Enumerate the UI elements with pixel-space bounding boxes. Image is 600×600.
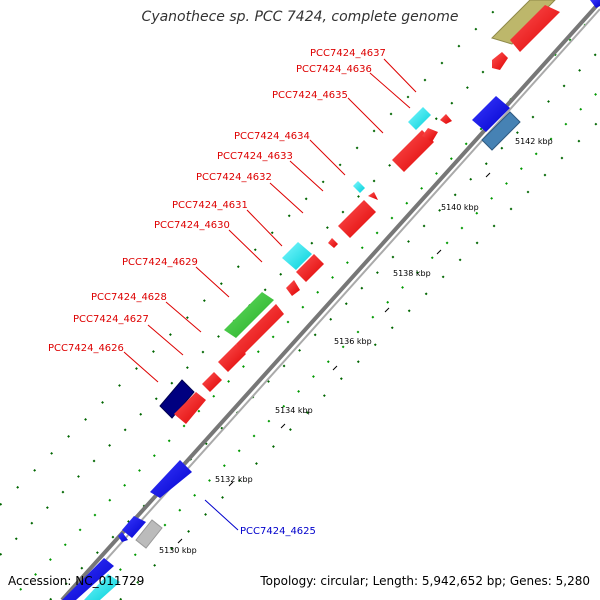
- gene-cyan-bottom: [84, 574, 120, 600]
- tick-label-5132: 5132 kbp: [215, 475, 253, 484]
- label-leader-4625: [204, 499, 239, 531]
- gene-4635b: [422, 128, 438, 142]
- accession-text: Accession: NC_011729: [8, 574, 145, 588]
- gene-red-lower: [174, 392, 206, 424]
- label-leaders: [123, 58, 417, 383]
- gene-4634: [353, 181, 365, 193]
- gene-label-4629: PCC7424_4629: [122, 257, 198, 268]
- gene-label-4634: PCC7424_4634: [234, 131, 310, 142]
- gene-red-small-top: [492, 52, 508, 70]
- gene-4631: [282, 242, 312, 270]
- tick-label-5130: 5130 kbp: [159, 546, 197, 555]
- gene-4626: [159, 379, 195, 419]
- tick-label-5138: 5138 kbp: [393, 269, 431, 278]
- gene-4628: [236, 304, 284, 354]
- gene-label-4632: PCC7424_4632: [196, 172, 272, 183]
- gene-label-4636: PCC7424_4636: [296, 64, 372, 75]
- scale-tick-labels: 5130 kbp 5132 kbp 5134 kbp 5136 kbp 5138…: [159, 137, 553, 555]
- scale-ticks: [177, 172, 491, 544]
- genome-summary-text: Topology: circular; Length: 5,942,652 bp…: [260, 574, 590, 588]
- gene-4633b: [368, 192, 378, 200]
- gene-4636: [440, 114, 452, 124]
- gene-label-4625: PCC7424_4625: [240, 526, 316, 537]
- genome-backbone: [60, 0, 600, 600]
- forward-strand-genes: [159, 0, 560, 424]
- gene-4633: [338, 200, 376, 238]
- gene-4625: [150, 460, 192, 498]
- gene-steel: [481, 111, 521, 151]
- gene-blue-right-edge: [590, 0, 600, 8]
- gene-4630: [296, 254, 324, 282]
- gene-4637: [408, 107, 431, 130]
- gene-red-top: [510, 5, 560, 52]
- tick-label-5142: 5142 kbp: [515, 137, 553, 146]
- tick-label-5140: 5140 kbp: [441, 203, 479, 212]
- gene-blue-bottom: [62, 558, 114, 600]
- gene-4635: [392, 130, 434, 172]
- gene-label-4631: PCC7424_4631: [172, 200, 248, 211]
- gene-blue-b: [122, 516, 146, 538]
- gene-label-4630: PCC7424_4630: [154, 220, 230, 231]
- map-title: Cyanothece sp. PCC 7424, complete genome: [141, 9, 459, 25]
- gene-4629: [224, 292, 274, 338]
- gene-label-4626: PCC7424_4626: [48, 343, 124, 354]
- gene-4632: [328, 238, 338, 248]
- gene-labels: PCC7424_4637 PCC7424_4636 PCC7424_4635 P…: [48, 48, 386, 537]
- gene-blue-a: [472, 96, 510, 132]
- gene-label-4635: PCC7424_4635: [272, 90, 348, 101]
- gene-blue-c: [118, 532, 128, 542]
- reverse-strand-genes: [472, 0, 600, 151]
- gene-4630b: [286, 280, 300, 296]
- gene-4627b: [202, 372, 222, 392]
- gene-grey: [135, 519, 163, 549]
- tick-label-5134: 5134 kbp: [275, 406, 313, 415]
- gene-label-4633: PCC7424_4633: [217, 151, 293, 162]
- gene-4627: [218, 344, 246, 372]
- tick-label-5136: 5136 kbp: [334, 337, 372, 346]
- gene-label-4637: PCC7424_4637: [310, 48, 386, 59]
- gene-label-4627: PCC7424_4627: [73, 314, 149, 325]
- lower-genes: [62, 460, 192, 600]
- gene-label-4628: PCC7424_4628: [91, 292, 167, 303]
